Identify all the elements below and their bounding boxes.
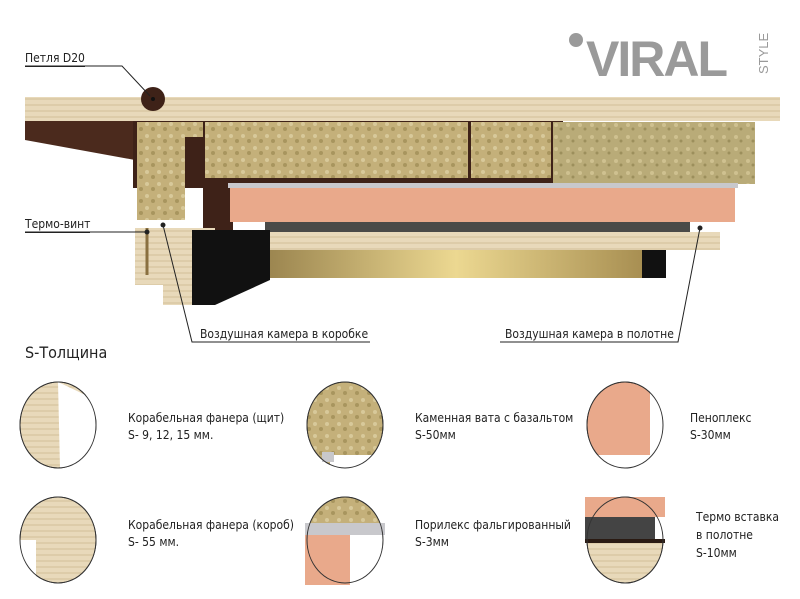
swatch-penoplex [586,381,665,470]
legend-item-name: Каменная вата с базальтом [415,411,574,425]
legend-item-size: S- 9, 12, 15 мм. [128,428,214,442]
brand-logo: VIRAL STYLE [568,24,778,88]
svg-text:STYLE: STYLE [756,32,771,74]
swatch-thermo-insert [585,496,665,584]
legend-item-name: Корабельная фанера (короб) [128,518,295,532]
swatch-porilex [305,496,385,585]
legend-item-size: S-50мм [415,428,456,442]
legend-item-size: S-10мм [696,546,737,560]
svg-text:VIRAL: VIRAL [586,31,726,84]
legend-item-name: Корабельная фанера (щит) [128,411,285,425]
label-air-chamber-leaf: Воздушная камера в полотне [505,327,674,341]
swatch-plywood-shield [19,381,97,469]
swatch-stone-wool [306,381,390,470]
diagram-layers [25,87,780,305]
legend-item-plywood-shield: Корабельная фанера (щит) S- 9, 12, 15 мм. [128,410,284,444]
legend-swatches [18,381,665,585]
legend-item-name: Пеноплекс [690,411,752,425]
legend-item-plywood-box: Корабельная фанера (короб) S- 55 мм. [128,517,294,551]
legend-item-size: S-3мм [415,535,449,549]
label-hinge: Петля D20 [25,51,85,67]
legend-item-name-line2: в полотне [696,528,753,542]
legend-title: S-Толщина [25,343,108,362]
label-thermo-screw: Термо-винт [25,217,91,233]
legend-item-size: S-30мм [690,428,731,442]
swatch-plywood-box [18,496,97,585]
legend-item-name: Термо вставка [696,510,779,524]
legend-item-name: Порилекс фальгированный [415,518,571,532]
legend-item-size: S- 55 мм. [128,535,180,549]
label-air-chamber-box: Воздушная камера в коробке [200,327,369,341]
